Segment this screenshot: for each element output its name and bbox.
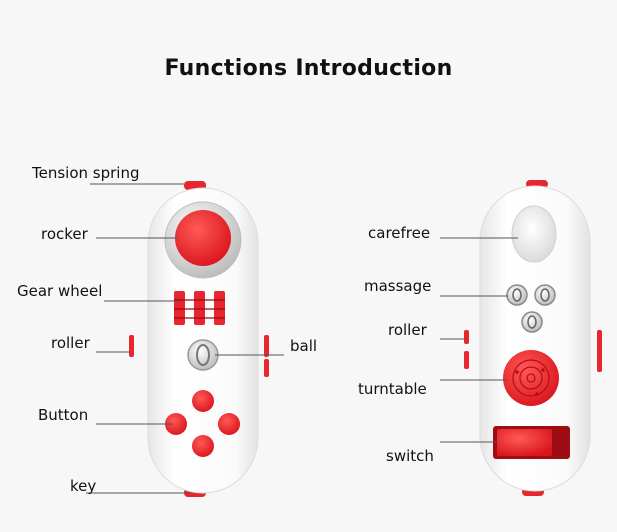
leader-lines [86,183,518,494]
turntable-part [503,350,559,406]
label-button: Button [38,406,89,424]
carefree-part [511,205,557,263]
ball-part [187,339,219,371]
label-tension-spring: Tension spring [32,164,140,182]
label-key: key [70,477,97,495]
switch-part [493,426,570,459]
label-turntable: turntable [358,380,427,398]
label-massage: massage [364,277,432,295]
right-device [464,180,602,496]
left-device [129,181,269,497]
label-carefree: carefree [368,224,431,242]
button-part [165,390,240,457]
right-device-body [479,185,591,492]
roller-part-right-device [464,330,469,344]
label-roller-right: roller [388,321,427,339]
label-switch: switch [386,447,434,465]
label-roller-left: roller [51,334,90,352]
page-title: Functions Introduction [164,56,453,81]
label-gear-wheel: Gear wheel [17,282,103,300]
gear-wheel-part [174,291,225,325]
label-rocker: rocker [41,225,88,243]
massage-part [506,284,556,333]
roller-part-right [264,335,269,357]
roller-part-left [129,335,134,357]
label-ball: ball [290,337,318,355]
rocker-part [164,201,242,279]
